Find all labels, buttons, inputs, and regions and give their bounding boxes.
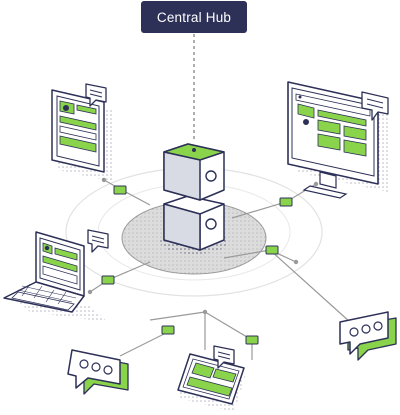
connector-chip — [101, 275, 115, 285]
connector-chip — [279, 197, 293, 207]
tablet-icon — [51, 89, 114, 182]
connector-chip — [245, 335, 259, 345]
chat-bubble-icon — [213, 345, 235, 369]
connector-chip — [113, 185, 127, 195]
connector-chips — [101, 185, 293, 345]
chat-bubble-icon — [339, 311, 397, 361]
chat-bubble-icon — [87, 229, 109, 253]
monitor-icon — [287, 81, 388, 199]
laptop-icon — [3, 231, 108, 322]
chat-bubble-icon — [67, 349, 129, 395]
chat-bubble-icon — [361, 91, 389, 121]
central-hub-label: Central Hub — [141, 1, 247, 33]
chat-bubble-icon — [85, 83, 107, 107]
connector-chip — [265, 245, 279, 255]
smartphone-icon — [177, 353, 246, 412]
connector-chip — [161, 325, 175, 335]
server-icon — [160, 143, 228, 254]
